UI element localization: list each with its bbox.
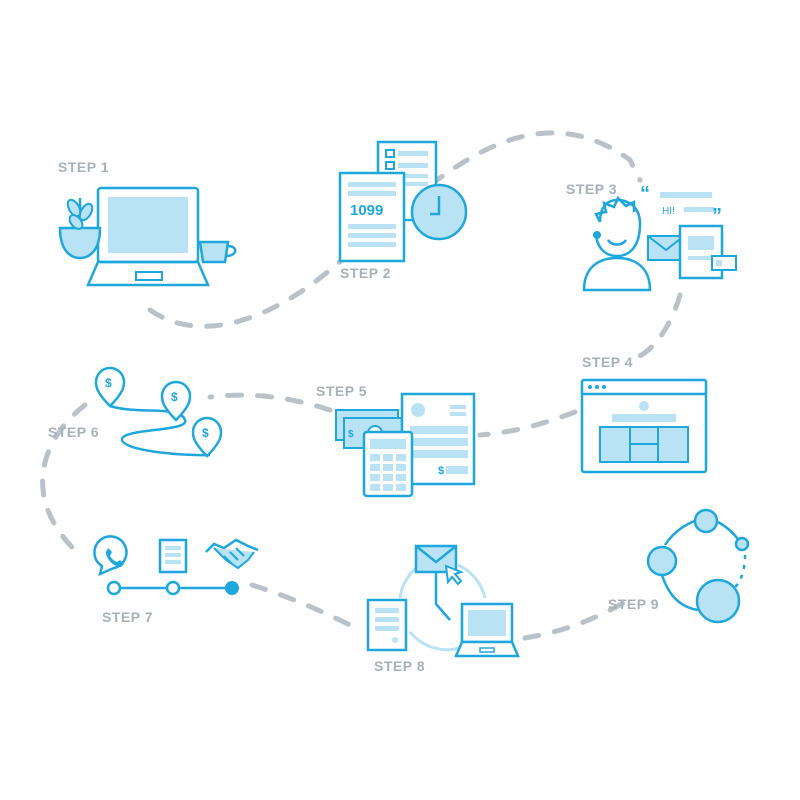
dollar-icon: $ <box>438 465 444 477</box>
form-1099-text: 1099 <box>350 202 383 219</box>
calculator-key <box>370 484 380 491</box>
step-3-label: STEP 3 <box>566 181 617 197</box>
connected-circles-icon <box>646 508 750 624</box>
location-pins-route-icon: $ $ $ <box>94 366 223 458</box>
calculator-key <box>396 464 406 471</box>
calculator-key <box>370 454 380 461</box>
step-8-label: STEP 8 <box>374 658 425 674</box>
phone-chat-icon <box>93 535 128 577</box>
person-with-speech-and-documents-icon: “ HI! ” <box>582 183 737 292</box>
speech-hi-text: HI! <box>662 206 675 217</box>
calculator-key <box>396 454 406 461</box>
calculator-key <box>383 474 393 481</box>
svg-text:$: $ <box>105 376 112 390</box>
calculator-key <box>396 474 406 481</box>
calculator-key <box>383 464 393 471</box>
step-6-label: STEP 6 <box>48 424 99 440</box>
calculator-key <box>370 474 380 481</box>
calculator-key <box>383 484 393 491</box>
email-clock-laptop-cycle-icon <box>366 544 520 658</box>
location-pin-icon: $ <box>94 366 126 408</box>
cursor-icon <box>444 564 464 586</box>
tax-form-and-clock-icon: 1099 <box>338 140 468 263</box>
browser-window-icon <box>580 378 708 474</box>
step-4-label: STEP 4 <box>582 354 633 370</box>
location-pin-icon: $ <box>191 416 223 458</box>
document-icon <box>158 538 188 574</box>
step-2-label: STEP 2 <box>340 265 391 281</box>
open-quote-icon: “ <box>640 183 650 205</box>
step-5-label: STEP 5 <box>316 383 367 399</box>
dollar-icon: $ <box>348 429 354 440</box>
step-1-label: STEP 1 <box>58 159 109 175</box>
step-9-label: STEP 9 <box>608 596 659 612</box>
document-icon <box>366 598 408 652</box>
laptop-with-plant-and-coffee-icon <box>58 186 237 287</box>
close-quote-icon: ” <box>712 205 722 227</box>
laptop-icon <box>454 602 520 658</box>
calculator-key <box>396 484 406 491</box>
phone-document-handshake-timeline-icon <box>93 535 259 596</box>
timeline-node-active <box>225 581 239 595</box>
timeline-node <box>106 580 122 596</box>
calculator-key <box>383 454 393 461</box>
calculator-key <box>370 464 380 471</box>
step-7-label: STEP 7 <box>102 609 153 625</box>
money-calculator-invoice-icon: $ $ <box>335 392 476 498</box>
timeline-node <box>165 580 181 596</box>
location-pin-icon: $ <box>160 380 192 422</box>
handshake-icon <box>205 538 259 570</box>
svg-text:$: $ <box>202 426 209 440</box>
svg-text:$: $ <box>171 390 178 404</box>
